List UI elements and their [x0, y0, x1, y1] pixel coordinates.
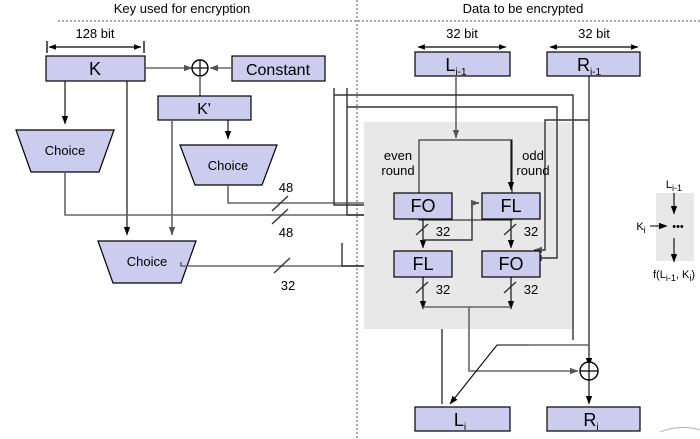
- legend-top-label: Li-1: [666, 179, 682, 193]
- kprime-box: [157, 95, 252, 121]
- wire-choice3-to-fl-even: [180, 262, 397, 270]
- dim-128bit-label: 128 bit: [75, 26, 114, 41]
- choice-box-2-label: Choice: [208, 158, 248, 173]
- wire-choice1-to-fo-even: [64, 172, 397, 219]
- legend-bottom-label: f(Li-1, Ki): [653, 269, 695, 283]
- bus-label-48-bottom: 48: [279, 225, 293, 240]
- func-box-fl-odd: [481, 192, 541, 220]
- dim-128bit: [46, 41, 145, 53]
- kprime-box-label: K': [197, 101, 211, 118]
- label-odd-round-1: odd: [522, 148, 544, 163]
- data-box-r-prev-label: Ri-1: [577, 55, 602, 78]
- data-box-r-next-label: Ri: [583, 410, 598, 433]
- dim-32bit-right-label: 32 bit: [578, 26, 610, 41]
- func-box-fo-odd-label: FO: [499, 254, 524, 274]
- rail-r-to-fo-odd: [533, 119, 589, 254]
- slash-32: [273, 257, 291, 274]
- data-box-l-next-label: Li: [454, 410, 466, 433]
- func-box-fo-odd: [481, 250, 541, 278]
- legend: Li-1 Ki ••• f(Li-1, Ki): [636, 179, 695, 283]
- round-region-shade: [364, 122, 574, 329]
- label-odd-round-2: round: [516, 163, 549, 178]
- slash-fl-odd-out: [503, 223, 517, 236]
- width-fo-even-out: 32: [436, 224, 450, 239]
- bus-label-48-top: 48: [279, 180, 293, 195]
- legend-side-label: Ki: [636, 221, 645, 235]
- slash-fo-odd-out: [503, 281, 517, 294]
- slash-fo-even-out: [415, 223, 429, 236]
- data-box-l-prev-label: Li-1: [445, 55, 467, 78]
- bus-label-32: 32: [281, 278, 295, 293]
- label-even-round-2: round: [381, 163, 414, 178]
- choice-box-3: [97, 240, 197, 284]
- func-box-fo-even: [393, 192, 453, 220]
- label-even-round-1: even: [384, 148, 412, 163]
- slash-48-top: [271, 195, 289, 212]
- key-box-k-label: K: [89, 59, 101, 79]
- rail-inner: [347, 106, 558, 262]
- data-box-l-prev: [414, 51, 511, 77]
- data-box-l-next: [414, 406, 511, 432]
- func-box-fl-even-label: FL: [412, 254, 433, 274]
- round-inner-box: [418, 139, 513, 221]
- choice-box-2: [179, 144, 278, 186]
- header-right: Data to be encrypted: [463, 1, 584, 16]
- wire-join-to-xor: [468, 307, 579, 375]
- choice-box-3-label: Choice: [127, 254, 167, 269]
- choice-box-1: [15, 129, 115, 173]
- key-box-k: [45, 55, 146, 82]
- width-fl-even-out: 32: [436, 282, 450, 297]
- wire-fo-even-branch-to-fl-odd: [423, 199, 480, 241]
- func-box-fl-odd-label: FL: [500, 196, 521, 216]
- constant-box-label: Constant: [246, 62, 311, 79]
- wire-to-l-next: [449, 344, 529, 405]
- legend-body-dots: •••: [672, 221, 684, 233]
- data-box-r-prev: [546, 51, 641, 77]
- slash-fl-even-out: [415, 281, 429, 294]
- func-box-fl-even: [393, 250, 453, 278]
- wire-choice2-to-fo-even: [227, 185, 397, 207]
- func-box-fo-even-label: FO: [411, 196, 436, 216]
- width-fo-odd-out: 32: [524, 282, 538, 297]
- rail-outer: [334, 94, 574, 340]
- slash-48-bottom: [271, 208, 289, 225]
- data-box-r-next: [546, 406, 641, 432]
- header-left: Key used for encryption: [114, 1, 251, 16]
- dim-32bit-left-label: 32 bit: [446, 26, 478, 41]
- choice-box-1-label: Choice: [45, 143, 85, 158]
- corner-artifact: [659, 426, 700, 433]
- width-fl-odd-out: 32: [524, 224, 538, 239]
